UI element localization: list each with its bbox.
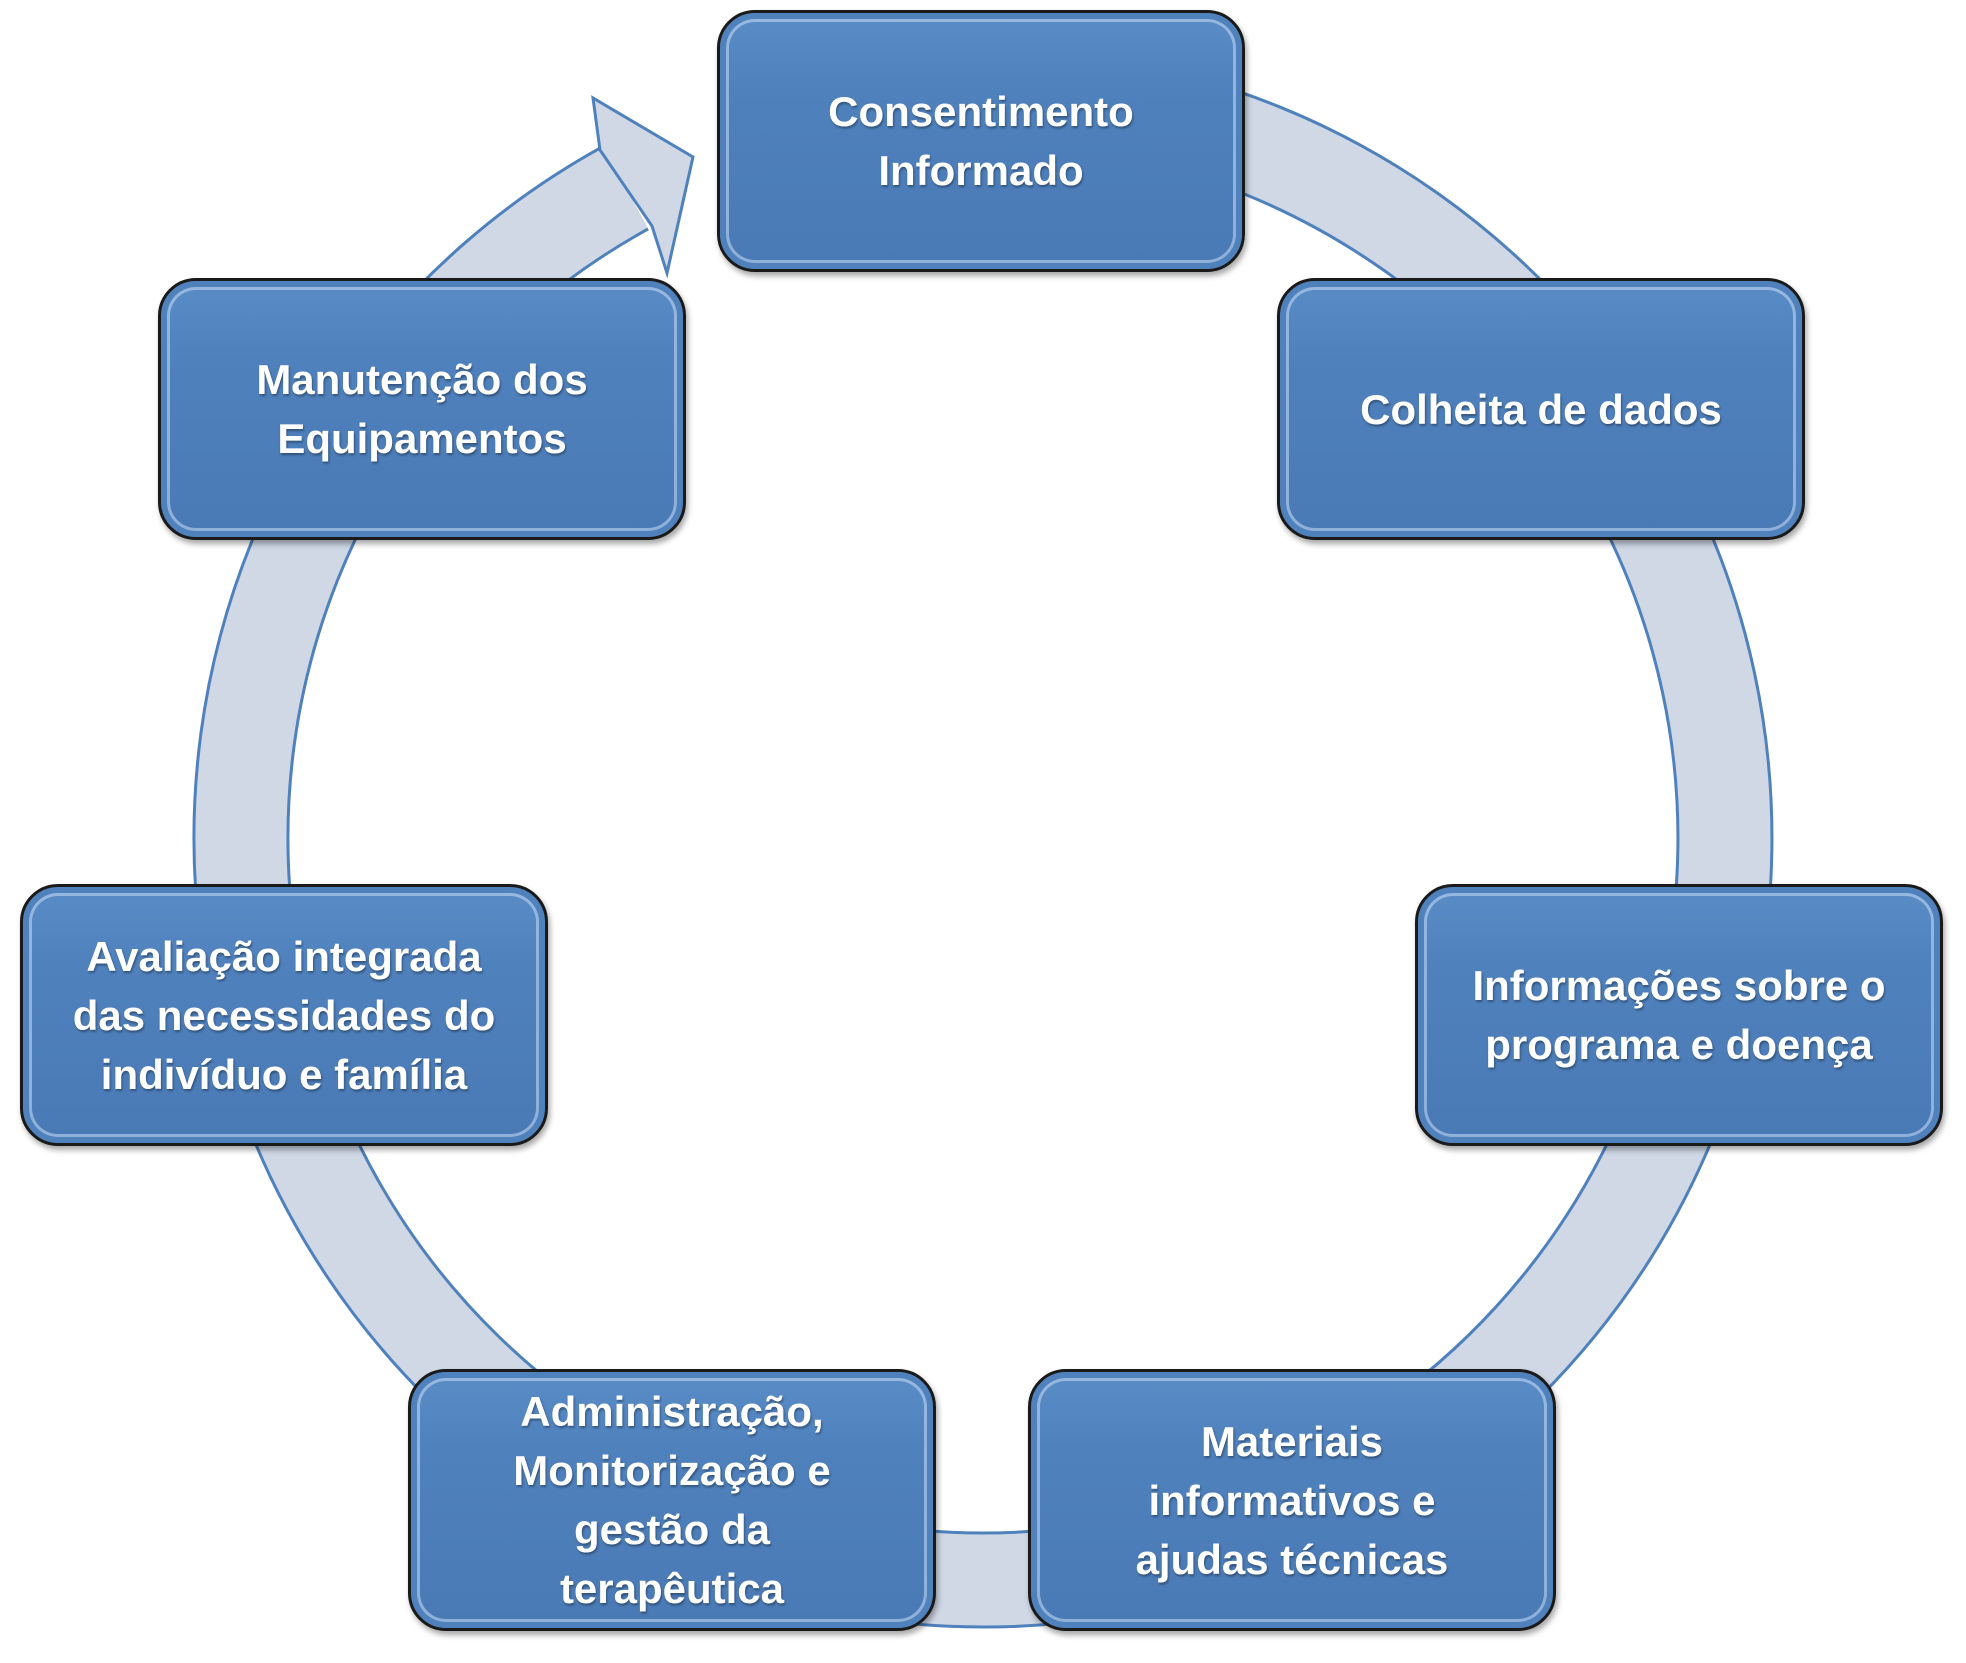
step-avaliacao-integrada: Avaliação integrada das necessidades do … xyxy=(20,884,548,1146)
arrowhead-icon xyxy=(591,95,695,279)
step-manutencao-equipamentos: Manutenção dos Equipamentos xyxy=(158,278,686,540)
step-label: Colheita de dados xyxy=(1360,385,1722,433)
step-label: Administração, Monitorização e gestão da… xyxy=(513,1388,831,1612)
step-administracao-terapeutica: Administração, Monitorização e gestão da… xyxy=(408,1369,936,1631)
step-label: Consentimento Informado xyxy=(828,88,1134,194)
step-consentimento-informado: Consentimento Informado xyxy=(717,10,1245,272)
step-colheita-de-dados: Colheita de dados xyxy=(1277,278,1805,540)
step-label: Informações sobre o programa e doença xyxy=(1472,962,1886,1068)
step-materiais-informativos: Materiais informativos e ajudas técnicas xyxy=(1028,1369,1556,1631)
step-informacoes-programa: Informações sobre o programa e doença xyxy=(1415,884,1943,1146)
step-label: Avaliação integrada das necessidades do … xyxy=(72,932,496,1098)
step-label: Manutenção dos Equipamentos xyxy=(256,356,588,462)
step-label: Materiais informativos e ajudas técnicas xyxy=(1135,1417,1449,1583)
